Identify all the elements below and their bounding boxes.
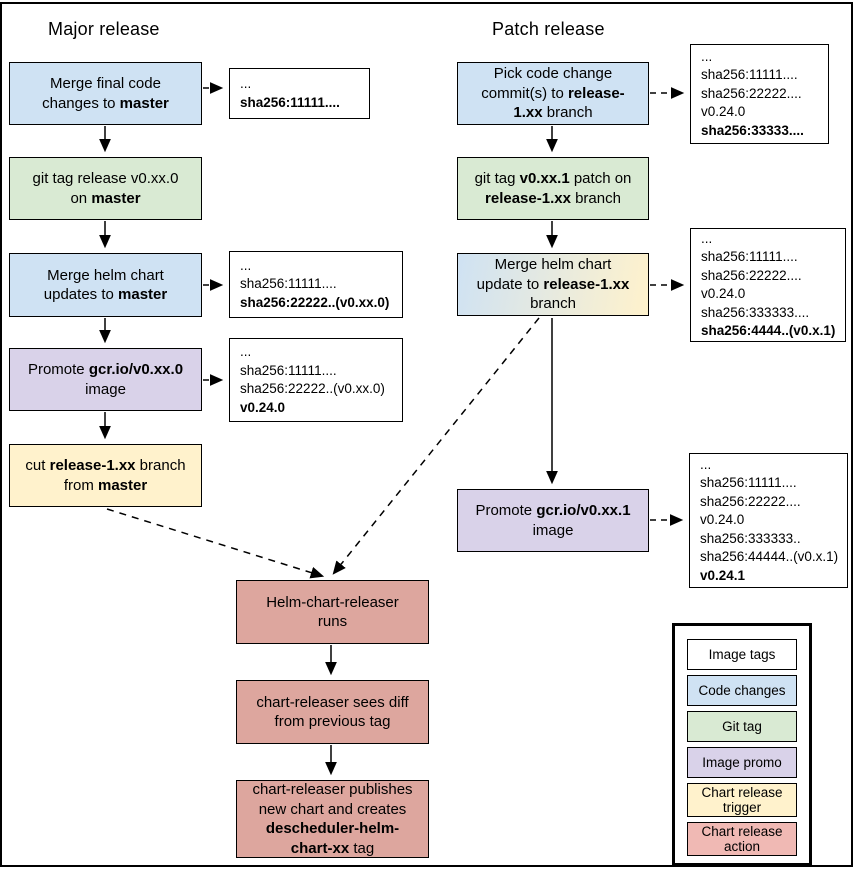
annotation-box-major-3: ...sha256:11111....sha256:22222..(v0.xx.… bbox=[229, 338, 403, 422]
flow-box-merge-helm-update-patch: Merge helm chart update to release-1.xx … bbox=[457, 253, 649, 316]
flow-box-git-tag-patch: git tag v0.xx.1 patch on release-1.xx br… bbox=[457, 157, 649, 220]
legend-item-image-promo: Image promo bbox=[687, 747, 797, 778]
flow-box-cut-release-branch: cut release-1.xx branch from master bbox=[9, 444, 202, 507]
major-release-title: Major release bbox=[48, 19, 160, 39]
annotation-box-major-1: ...sha256:11111.... bbox=[229, 68, 370, 119]
legend-item-image-tags: Image tags bbox=[687, 639, 797, 670]
flow-box-merge-helm-updates: Merge helm chart updates to master bbox=[9, 253, 202, 317]
flow-box-git-tag-release: git tag release v0.xx.0 on master bbox=[9, 157, 202, 220]
legend-item-git-tag: Git tag bbox=[687, 711, 797, 742]
annotation-box-patch-1: ...sha256:11111....sha256:22222....v0.24… bbox=[690, 44, 829, 144]
annotation-box-patch-2: ...sha256:11111....sha256:22222....v0.24… bbox=[690, 228, 846, 342]
legend-box: Image tags Code changes Git tag Image pr… bbox=[672, 623, 812, 866]
flow-box-pick-commits: Pick code change commit(s) to release-1.… bbox=[457, 62, 649, 125]
flow-box-promote-image-major: Promote gcr.io/v0.xx.0 image bbox=[9, 348, 202, 411]
legend-item-code-changes: Code changes bbox=[687, 675, 797, 706]
flow-box-chart-releaser-diff: chart-releaser sees diff from previous t… bbox=[236, 680, 429, 744]
flow-box-chart-releaser-publish: chart-releaser publishes new chart and c… bbox=[236, 780, 429, 858]
legend-item-chart-release-action: Chart release action bbox=[687, 822, 797, 856]
annotation-box-major-2: ...sha256:11111....sha256:22222..(v0.xx.… bbox=[229, 251, 403, 318]
annotation-box-patch-3: ...sha256:11111....sha256:22222....v0.24… bbox=[689, 453, 848, 588]
flow-box-merge-final-code: Merge final code changes to master bbox=[9, 62, 202, 125]
flow-box-promote-image-patch: Promote gcr.io/v0.xx.1 image bbox=[457, 489, 649, 552]
legend-item-chart-release-trigger: Chart release trigger bbox=[687, 783, 797, 817]
patch-release-title: Patch release bbox=[492, 19, 605, 39]
flow-box-chart-releaser-runs: Helm-chart-releaser runs bbox=[236, 580, 429, 644]
